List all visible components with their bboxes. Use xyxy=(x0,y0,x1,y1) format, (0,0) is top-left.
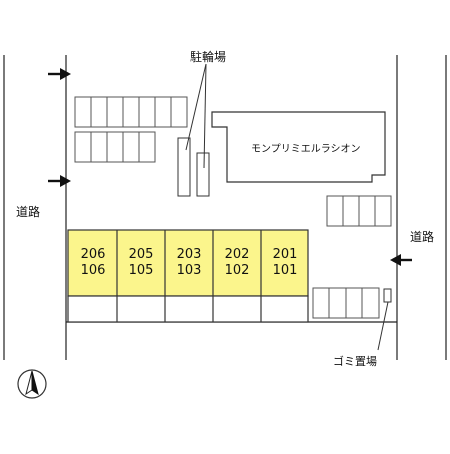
road-label-right: 道路 xyxy=(410,230,435,244)
unit-lower-number: 102 xyxy=(224,263,250,278)
bicycle-parking-areas xyxy=(177,137,210,197)
unit-lower-number: 106 xyxy=(80,263,106,278)
unit-upper-number: 203 xyxy=(176,247,202,262)
unit-205-105: 205 105 xyxy=(117,231,165,295)
unit-upper-number: 205 xyxy=(128,247,154,262)
parking-row-top xyxy=(74,96,188,128)
entrance-arrow-icon xyxy=(48,68,71,80)
unit-lower-number: 103 xyxy=(176,263,202,278)
unit-203-103: 203 103 xyxy=(165,231,213,295)
building-name: モンプリミエルラシオン xyxy=(251,144,361,155)
north-arrow-icon xyxy=(17,369,47,399)
apartment-block xyxy=(67,229,309,323)
unit-lower-number: 105 xyxy=(128,263,154,278)
unit-206-106: 206 106 xyxy=(69,231,117,295)
unit-upper-number: 202 xyxy=(224,247,250,262)
unit-lower-number: 101 xyxy=(272,263,298,278)
unit-201-101: 201 101 xyxy=(261,231,309,295)
bicycle-parking-pointers xyxy=(185,63,207,169)
unit-202-102: 202 102 xyxy=(213,231,261,295)
road-label-left: 道路 xyxy=(16,205,41,219)
unit-upper-number: 201 xyxy=(272,247,298,262)
garbage-pointer xyxy=(377,301,389,351)
bicycle-parking-label: 駐輪場 xyxy=(190,50,227,64)
garbage-label: ゴミ置場 xyxy=(333,355,377,368)
building-outline xyxy=(211,111,386,183)
garbage-area xyxy=(383,288,392,303)
parking-row-middle xyxy=(74,131,156,163)
entrance-arrow-icon xyxy=(48,175,71,187)
parking-row-right-bottom xyxy=(312,287,380,319)
unit-upper-number: 206 xyxy=(80,247,106,262)
parking-row-right-top xyxy=(326,195,392,227)
entrance-arrow-icon xyxy=(390,254,412,266)
